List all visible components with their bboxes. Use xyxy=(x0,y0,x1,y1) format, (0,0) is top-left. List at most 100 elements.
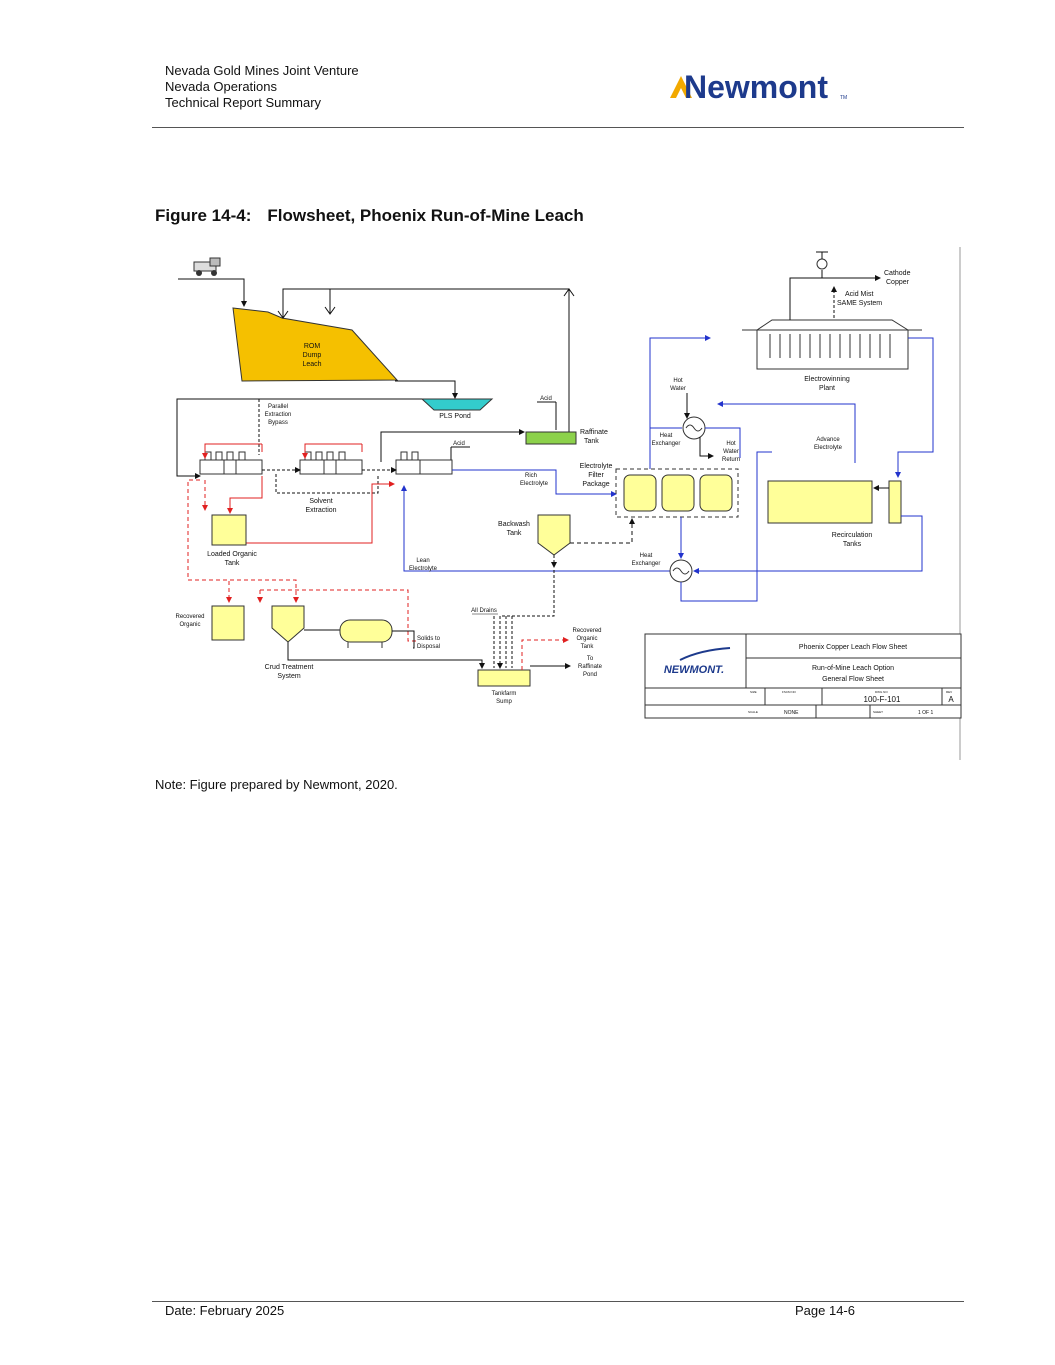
footer-page-number: Page 14-6 xyxy=(795,1303,855,1318)
diagram-label: SHEET xyxy=(873,710,883,714)
diagram-label: Lean xyxy=(416,558,429,564)
flow-line xyxy=(756,319,909,331)
flow-line xyxy=(717,401,856,463)
diagram-shape xyxy=(644,633,962,719)
flow-line xyxy=(277,310,289,319)
diagram-label: PLS Pond xyxy=(439,413,471,420)
flow-line xyxy=(380,429,525,462)
diagram-shape xyxy=(238,451,246,461)
logo-tm: TM xyxy=(840,95,847,101)
diagram-label: Electrolyte xyxy=(520,481,549,487)
flow-line xyxy=(497,570,555,669)
flow-line xyxy=(287,642,485,669)
diagram-label: ROM xyxy=(304,343,321,350)
diagram-label: Water xyxy=(670,386,686,392)
recovered-organic-tank-small xyxy=(211,605,245,641)
flow-line xyxy=(302,443,362,459)
diagram-label: SCALE xyxy=(748,710,758,714)
diagram-label: Run-of-Mine Leach Option xyxy=(812,665,894,672)
diagram-label: Electrolyte xyxy=(580,463,613,470)
recirculation-filter xyxy=(888,480,902,524)
diagram-label: All Drains xyxy=(471,608,497,614)
diagram-shape xyxy=(209,257,221,267)
flow-line xyxy=(895,337,934,478)
recirculation-tank xyxy=(767,480,873,524)
flow-line xyxy=(789,275,881,320)
diagram-shape xyxy=(661,474,695,512)
diagram-shape xyxy=(215,451,223,461)
flow-line xyxy=(282,288,570,432)
diagram-label: Recovered xyxy=(572,628,601,634)
flow-line xyxy=(521,637,569,670)
figure-note: Note: Figure prepared by Newmont, 2020. xyxy=(155,777,398,792)
diagram-label: 100-F-101 xyxy=(864,695,901,704)
diagram-label: Exchanger xyxy=(652,441,681,447)
diagram-label: DWG NO xyxy=(875,690,888,694)
figure-caption: Flowsheet, Phoenix Run-of-Mine Leach xyxy=(267,206,584,225)
diagram-label: To xyxy=(587,656,594,662)
diagram-label: A xyxy=(948,695,954,704)
diagram-label: Tank xyxy=(584,438,599,445)
solvent-extraction-unit-3 xyxy=(395,451,453,475)
footer-date: Date: February 2025 xyxy=(165,1303,285,1318)
tankfarm-sump xyxy=(477,669,531,687)
pls-pond xyxy=(420,398,494,411)
diagram-label: Tank xyxy=(225,560,240,567)
electrolyte-filter-package xyxy=(615,468,739,518)
diagram-label: Disposal xyxy=(417,644,440,650)
diagram-label: Crud Treatment xyxy=(265,664,314,671)
diagram-label: SAME System xyxy=(837,300,882,307)
flow-line xyxy=(275,474,379,494)
logo-text: Newmont xyxy=(684,69,828,105)
diagram-label: Electrolyte xyxy=(814,445,843,451)
flow-line xyxy=(699,437,714,459)
header-line-1: Nevada Gold Mines Joint Venture xyxy=(165,63,359,78)
diagram-label: NONE xyxy=(784,710,799,716)
diagram-label: Electrowinning xyxy=(804,376,850,383)
diagram-label: System xyxy=(277,673,301,680)
diagram-shape xyxy=(699,474,733,512)
diagram-shape xyxy=(304,451,312,461)
diagram-shape xyxy=(411,451,419,461)
header-line-2: Nevada Operations xyxy=(165,79,278,94)
solvent-extraction-unit-2 xyxy=(299,451,363,475)
flow-line xyxy=(649,335,711,469)
haul-truck-icon xyxy=(193,257,221,276)
diagram-label: Bypass xyxy=(268,420,288,426)
diagram-label: Hot xyxy=(673,378,683,384)
diagram-label: Rich xyxy=(525,473,537,479)
figure-number: Figure 14-4: xyxy=(155,206,252,225)
diagram-label: Electrolyte xyxy=(409,566,438,572)
diagram-label: Pond xyxy=(583,672,597,678)
diagram-label: Leach xyxy=(302,361,321,368)
diagram-shape xyxy=(338,451,346,461)
diagram-label: Copper xyxy=(886,279,910,286)
diagram-shape xyxy=(211,270,217,276)
flow-line xyxy=(324,306,336,315)
flow-line xyxy=(178,278,247,307)
flow-line xyxy=(260,589,416,642)
footer-rule xyxy=(152,1301,964,1302)
diagram-label: Extraction xyxy=(305,507,336,514)
diagram-label: Raffinate xyxy=(578,664,603,670)
diagram-shape xyxy=(226,451,234,461)
rom-dump-leach-heap xyxy=(232,307,399,382)
diagram-label: Dump xyxy=(303,352,322,359)
crud-centrifuge xyxy=(339,619,393,643)
flow-line xyxy=(452,469,617,497)
figure-title: Figure 14-4: Flowsheet, Phoenix Run-of-Mi… xyxy=(155,206,584,226)
diagram-label: Heat xyxy=(660,433,673,439)
diagram-label: Tank xyxy=(507,530,522,537)
diagram-label: Tank xyxy=(581,644,595,650)
diagram-label: Recirculation xyxy=(832,532,873,539)
flow-line xyxy=(401,485,670,572)
diagram-label: Tanks xyxy=(843,541,862,548)
diagram-shape xyxy=(204,451,212,461)
flow-line xyxy=(705,427,741,458)
flow-line xyxy=(188,579,232,603)
diagram-label: Parallel xyxy=(268,404,288,410)
diagram-label: Organic xyxy=(179,622,200,628)
diagram-label: Advance xyxy=(816,437,840,443)
diagram-label: Exchanger xyxy=(632,561,661,567)
